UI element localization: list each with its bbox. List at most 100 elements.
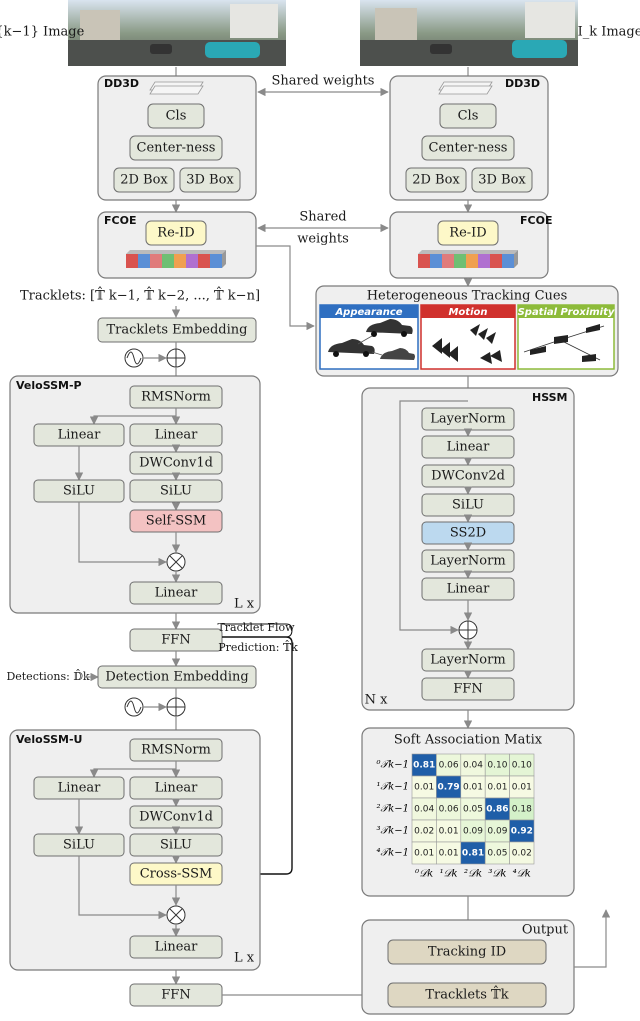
- dd3d-left-cls: Cls: [166, 109, 187, 124]
- left-input-image: [68, 0, 286, 66]
- matrix-cell-value: 0.18: [512, 805, 532, 815]
- ffn-u-label: FFN: [161, 988, 190, 1003]
- hssm-title: HSSM: [532, 391, 568, 404]
- matrix-cell-value: 0.01: [414, 849, 434, 859]
- motion-cue: Motion: [420, 304, 516, 370]
- dd3d-right-cls: Cls: [458, 109, 479, 124]
- velossm-u-title: VeloSSM-U: [16, 733, 83, 746]
- matrix-cell-value: 0.79: [437, 783, 459, 793]
- matrix-row-label: ²𝒯k−1: [377, 804, 409, 815]
- right-image-label: I_k Image: [578, 25, 640, 40]
- matrix-cell-value: 0.06: [439, 761, 459, 771]
- matrix-cell-value: 0.05: [463, 805, 483, 815]
- matrix-cell-value: 0.10: [512, 761, 532, 771]
- matrix-cell-value: 0.01: [512, 783, 532, 793]
- detection-embedding-block: [97, 665, 257, 689]
- dd3d-left-3dbox: 3D Box: [186, 173, 234, 188]
- matrix-cell-value: 0.01: [463, 783, 483, 793]
- matrix-cell-value: 0.01: [439, 849, 459, 859]
- tracklets-embedding-label: Tracklets Embedding: [106, 323, 247, 338]
- hssm-layernorm-1: LayerNorm: [430, 412, 505, 427]
- appearance-cue: Appearance: [319, 304, 419, 370]
- shared-weights-label-2-b: weights: [297, 232, 349, 247]
- velossm-p-silu-left: SiLU: [63, 484, 95, 499]
- matrix-row-label: ³𝒯k−1: [377, 826, 409, 837]
- matrix-cell-value: 0.01: [414, 783, 434, 793]
- fcoe-right-panel: FCOE Re-ID: [389, 211, 552, 279]
- dd3d-left-title: DD3D: [104, 77, 139, 90]
- hssm-layernorm-2: LayerNorm: [430, 554, 505, 569]
- hssm-ffn: FFN: [453, 682, 482, 697]
- shared-weights-label-1: Shared weights: [272, 74, 375, 89]
- matrix-cell-value: 0.04: [414, 805, 434, 815]
- spatial-proximity-cue: Spatial Proximity: [517, 304, 615, 370]
- matrix-title: Soft Association Matix: [394, 733, 543, 748]
- left-image-label: I_{k−1} Image: [0, 25, 85, 40]
- fcoe-left-reid: Re-ID: [157, 226, 194, 241]
- detection-embedding-label: Detection Embedding: [105, 670, 248, 685]
- matrix-cell-value: 0.10: [487, 761, 507, 771]
- matrix-cell-value: 0.01: [487, 783, 507, 793]
- velossm-p-panel: VeloSSM-P RMSNorm Linear Linear DWConv1d…: [9, 375, 261, 614]
- matrix-cell-value: 0.05: [487, 849, 507, 859]
- matrix-col-label: ⁰𝒟k: [414, 869, 433, 880]
- dd3d-left-2dbox: 2D Box: [120, 173, 168, 188]
- fcoe-right-reid: Re-ID: [449, 226, 486, 241]
- shared-weights-label-2-a: Shared: [299, 210, 346, 225]
- matrix-cell-value: 0.02: [414, 827, 434, 837]
- matrix-cell-value: 0.92: [511, 827, 533, 837]
- hssm-panel: HSSM LayerNorm Linear DWConv2d SiLU SS2D…: [361, 387, 575, 711]
- velossm-u-rmsnorm: RMSNorm: [141, 743, 211, 758]
- hssm-dwconv2d: DWConv2d: [431, 469, 505, 484]
- hssm-silu: SiLU: [452, 498, 484, 513]
- hssm-linear-1: Linear: [447, 440, 491, 455]
- velossm-u-linear-right: Linear: [155, 781, 199, 796]
- fcoe-left-title: FCOE: [104, 214, 136, 227]
- dd3d-right-3dbox: 3D Box: [478, 173, 526, 188]
- velossm-u-silu-left: SiLU: [63, 838, 95, 853]
- dd3d-right-2dbox: 2D Box: [412, 173, 460, 188]
- matrix-cell-value: 0.81: [462, 849, 484, 859]
- spatial-proximity-label: Spatial Proximity: [518, 307, 615, 318]
- hssm-repeat: N x: [365, 693, 389, 708]
- output-tracklets: Tracklets 𝕋̂k: [425, 985, 508, 1002]
- feature-embedding-bar-left: [126, 250, 226, 268]
- dd3d-left-panel: DD3D Cls Center-ness 2D Box 3D Box: [97, 75, 257, 201]
- dd3d-right-centerness: Center-ness: [429, 141, 508, 156]
- matrix-col-label: ³𝒟k: [488, 869, 506, 880]
- velossm-u-linear-out: Linear: [155, 940, 199, 955]
- dd3d-right-panel: DD3D Cls Center-ness 2D Box 3D Box: [389, 75, 549, 201]
- tracking-cues-title: Heterogeneous Tracking Cues: [367, 289, 568, 304]
- matrix-cell-value: 0.04: [463, 761, 483, 771]
- hssm-linear-2: Linear: [447, 582, 491, 597]
- right-input-image: [360, 0, 578, 66]
- feature-embedding-bar-right: [418, 250, 518, 268]
- matrix-col-label: ⁴𝒟k: [513, 869, 531, 880]
- tracklets-label: Tracklets: [𝕋̂ k−1, 𝕋̂ k−2, ..., 𝕋̂ k−n]: [20, 286, 260, 303]
- output-tracking-id: Tracking ID: [428, 945, 506, 960]
- output-title: Output: [522, 923, 569, 938]
- velossm-p-linear-out: Linear: [155, 586, 199, 601]
- positional-encoding-p: [124, 348, 186, 368]
- hssm-layernorm-3: LayerNorm: [430, 653, 505, 668]
- association-matrix-panel: Soft Association Matix 0.81 0.06 0.04 0.10 0…: [361, 727, 575, 897]
- ffn-p-label: FFN: [161, 633, 190, 648]
- velossm-p-dwconv: DWConv1d: [139, 456, 213, 471]
- positional-encoding-u: [124, 697, 186, 717]
- velossm-p-repeat: L x: [234, 597, 255, 612]
- velossm-p-self-ssm: Self-SSM: [146, 514, 206, 529]
- velossm-p-linear-right: Linear: [155, 428, 199, 443]
- velossm-u-cross-ssm: Cross-SSM: [140, 867, 213, 882]
- matrix-cell-value: 0.81: [413, 761, 435, 771]
- tracking-cues-panel: Heterogeneous Tracking Cues Appearance M…: [315, 285, 619, 377]
- matrix-row-label: ⁰𝒯k−1: [376, 760, 409, 771]
- matrix-col-label: ²𝒟k: [464, 869, 482, 880]
- motion-label: Motion: [448, 307, 487, 318]
- velossm-p-rmsnorm: RMSNorm: [141, 390, 211, 405]
- matrix-cell-value: 0.09: [463, 827, 483, 837]
- output-panel: Output Tracking ID Tracklets 𝕋̂k: [361, 919, 575, 1015]
- matrix-cell-value: 0.01: [439, 827, 459, 837]
- velossm-u-silu-right: SiLU: [160, 838, 192, 853]
- fcoe-right-title: FCOE: [520, 214, 552, 227]
